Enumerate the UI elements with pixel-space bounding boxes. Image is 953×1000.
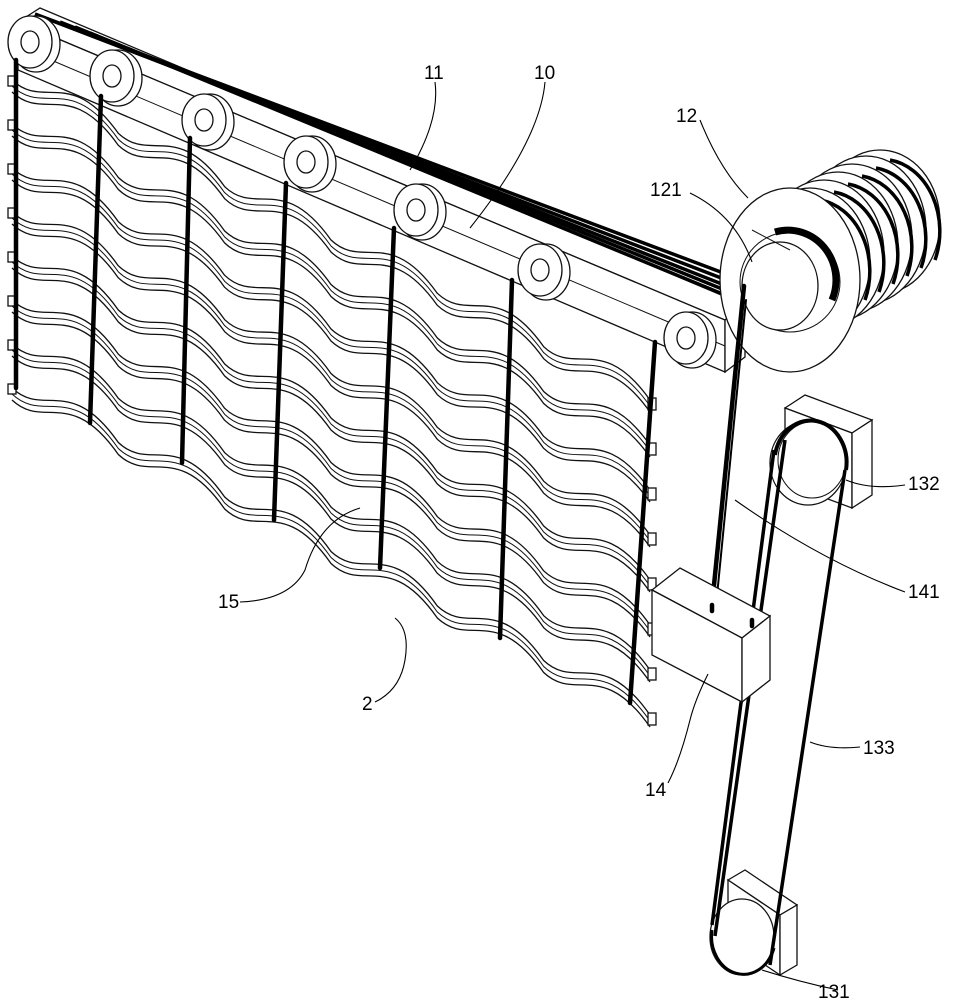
- label-141: 141: [908, 582, 940, 603]
- slat-edge: [11, 179, 651, 503]
- label-133: 133: [863, 738, 895, 759]
- slat-edge: [11, 387, 651, 716]
- upper-pulley-bracket: [769, 394, 874, 510]
- slat-edge: [11, 355, 651, 683]
- label-131: 131: [818, 982, 850, 1000]
- slat-edge: [11, 135, 651, 458]
- leader-lines: [239, 81, 906, 991]
- slat-edge: [11, 305, 651, 632]
- slat-edge: [11, 223, 651, 548]
- slat-edge: [11, 261, 651, 587]
- slat-edge: [11, 217, 651, 542]
- label-121: 121: [650, 180, 682, 201]
- slat-edge: [11, 79, 651, 401]
- slat-edge: [11, 129, 651, 452]
- pulley-hub: [20, 30, 40, 54]
- slat-edge: [11, 91, 651, 413]
- slat-edge: [11, 399, 651, 728]
- winding-drum: [719, 149, 942, 373]
- slat-edge: [11, 299, 651, 626]
- pulley-hub: [530, 258, 550, 282]
- pulley-hub: [102, 64, 122, 88]
- beam-pulleys: [7, 15, 717, 369]
- slat-edge: [11, 123, 651, 446]
- label-10: 10: [534, 63, 555, 84]
- slat-end-tab: [647, 532, 657, 546]
- pulley-hub: [194, 108, 214, 132]
- slat-end-tab: [647, 667, 657, 681]
- slat-end-tab: [647, 487, 657, 501]
- slat-edge: [11, 211, 651, 536]
- slat-edge: [11, 255, 651, 581]
- slat-edge: [11, 311, 651, 638]
- label-12: 12: [676, 106, 697, 127]
- label-14: 14: [645, 780, 667, 801]
- slat-edge: [11, 85, 651, 407]
- beam-cords: [34, 12, 743, 304]
- pulley-hub: [676, 326, 696, 350]
- label-15: 15: [218, 592, 239, 613]
- slat-edge: [11, 393, 651, 722]
- label-132: 132: [908, 474, 940, 495]
- drum-cords: [709, 283, 747, 608]
- pulley-hub: [406, 198, 426, 222]
- slat-edge: [11, 167, 651, 491]
- reference-numerals: 11 10 12 121 132 141 15 2 14 133 131: [218, 63, 940, 1000]
- slat-edge: [11, 343, 651, 671]
- pulley-hub: [296, 150, 316, 174]
- curtain-slats: [7, 75, 657, 728]
- label-2: 2: [362, 694, 373, 715]
- vertical-cords: [13, 57, 658, 706]
- slat-end-tab: [647, 712, 657, 726]
- slat-edge: [11, 267, 651, 593]
- clamp-block: [650, 567, 772, 704]
- label-11: 11: [424, 63, 444, 84]
- slat-edge: [11, 173, 651, 497]
- slat-edge: [11, 349, 651, 677]
